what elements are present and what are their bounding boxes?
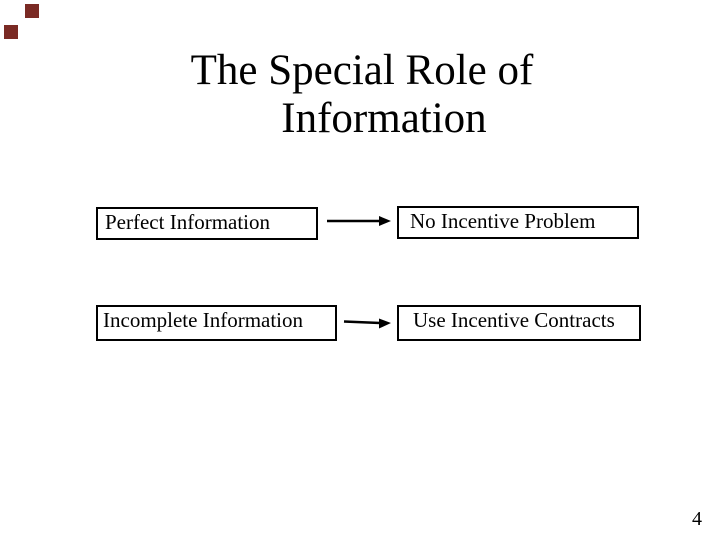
box-incomplete-information: Incomplete Information [96,305,337,341]
page-number: 4 [692,508,702,530]
arrow-incomplete-to-contracts [343,318,391,329]
box-no-incentive-problem: No Incentive Problem [397,206,639,239]
box-perfect-information-label: Perfect Information [105,210,271,234]
box-perfect-information: Perfect Information [96,207,318,240]
template-decor-square-top [25,4,39,18]
template-decor-square-left [4,25,18,39]
slide-title: The Special Role of Information [0,47,720,143]
box-incomplete-information-label: Incomplete Information [103,308,304,332]
box-no-incentive-problem-label: No Incentive Problem [410,209,596,233]
box-use-incentive-contracts-label: Use Incentive Contracts [413,308,615,332]
arrow-perfect-to-no-incentive [327,216,391,226]
slide-title-line-1: The Special Role of [190,47,534,94]
box-use-incentive-contracts: Use Incentive Contracts [397,305,641,341]
arrow-1-head-icon [379,216,391,226]
slide-title-line-2: Information [281,95,487,142]
arrow-2-head-icon [379,318,391,329]
arrow-2-shaft [343,320,381,325]
